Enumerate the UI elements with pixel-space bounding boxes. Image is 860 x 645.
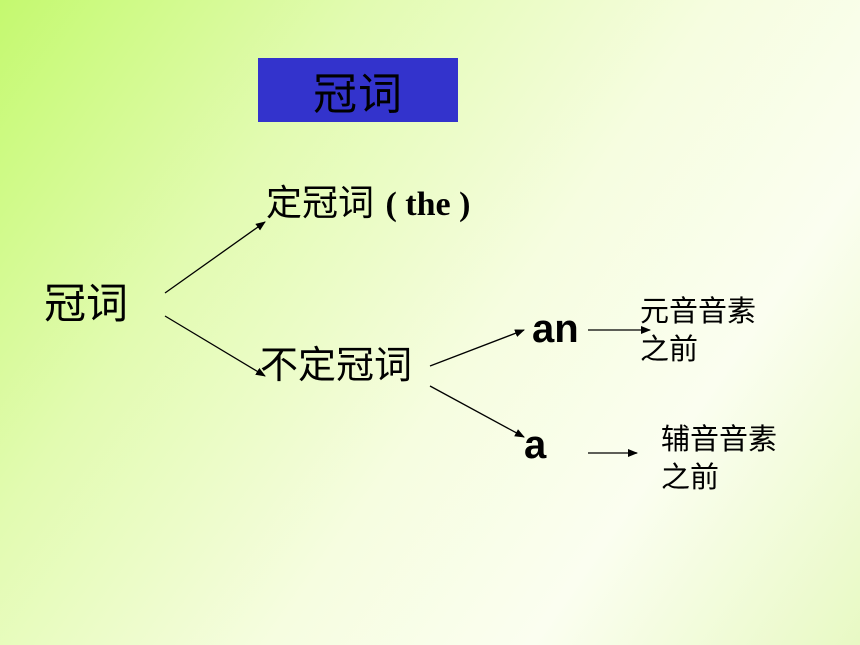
consonant-description-line2: 之前 [661, 460, 720, 494]
title-box: 冠词 [258, 58, 458, 122]
slide-title: 冠词 [313, 69, 403, 120]
definite-article-node: 定冠词 ( the ) [266, 183, 470, 224]
consonant-description-line1: 辅音音素 [661, 422, 778, 456]
root-node: 冠词 [44, 279, 129, 328]
vowel-description: 元音音素 之前 [640, 292, 780, 368]
definite-article-latin: ( the ) [385, 186, 471, 223]
vowel-description-line1: 元音音素 [640, 294, 757, 328]
a-node: a [524, 423, 547, 467]
indefinite-article-node: 不定冠词 [260, 343, 413, 387]
arrow-indefinite-to-an [429, 329, 525, 367]
definite-article-label: 定冠词 [266, 183, 375, 224]
arrow-root-to-definite [164, 221, 266, 294]
arrow-indefinite-to-a [429, 385, 525, 438]
arrow-root-to-indefinite [164, 315, 266, 377]
an-node: an [532, 307, 579, 351]
vowel-description-line2: 之前 [640, 332, 699, 366]
consonant-description: 辅音音素 之前 [661, 420, 801, 496]
